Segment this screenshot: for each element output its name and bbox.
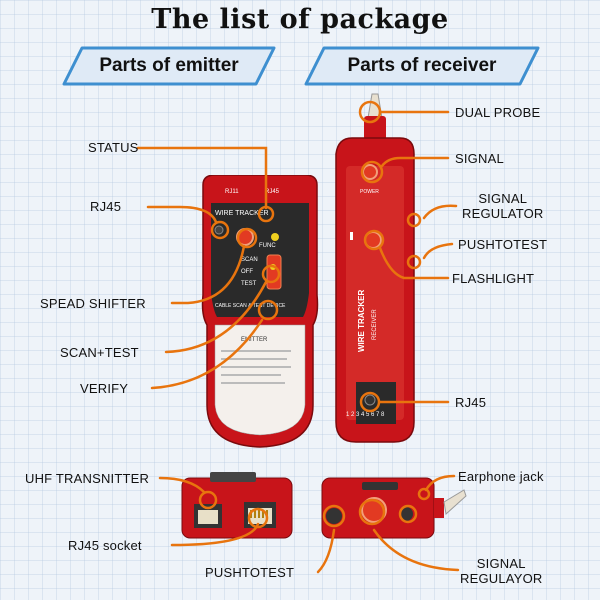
emitter-rj11-text: RJ11 [225,189,239,195]
label-status: STATUS [88,140,139,155]
label-pushtotest-receiver: PUSHTOTEST [458,237,548,252]
label-flashlight: FLASHLIGHT [452,271,535,286]
emitter-func-text: FUNC [259,243,276,249]
receiver-model-text: RECEIVER [372,309,378,340]
label-dual-probe: DUAL PROBE [455,105,541,120]
tab-parts-of-receiver: Parts of receiver [302,45,542,87]
receiver-brand-text: WIRE TRACKER [357,290,366,352]
receiver-power-text: POWER [360,189,379,195]
emitter-model-text: EMITTER [241,337,268,343]
emitter-rj45-text: RJ45 [265,189,280,195]
emitter-off-text: OFF [241,269,253,275]
emitter-brand-text: WIRE TRACKER [215,210,269,217]
label-signal: SIGNAL [455,151,504,166]
emitter-test-text: TEST [241,281,257,287]
label-uhf-transnitter: UHF TRANSNITTER [25,471,150,486]
page-title: The list of package [151,4,449,35]
tab-emitter-label: Parts of emitter [99,55,239,76]
label-signal-regulayor: SIGNAL REGULAYOR [460,556,543,586]
label-earphone-jack: Earphone jack [458,469,544,484]
label-rj45-emitter: RJ45 [90,199,122,214]
tab-receiver-label: Parts of receiver [347,55,497,76]
tab-parts-of-emitter: Parts of emitter [60,45,278,87]
label-rj45-socket: RJ45 socket [68,538,142,553]
emitter-scan-text: SCAN [241,257,258,263]
label-scan-test: SCAN+TEST [60,345,139,360]
label-rj45-receiver: RJ45 [455,395,487,410]
receiver-pins-text: 1 2 3 4 5 6 7 8 [346,412,385,418]
label-signal-regulator: SIGNAL REGULATOR [462,191,544,221]
label-verify: VERIFY [80,381,129,396]
label-pushtotest-bottom: PUSHTOTEST [205,565,295,580]
label-spead-shifter: SPEAD SHIFTER [40,296,146,311]
